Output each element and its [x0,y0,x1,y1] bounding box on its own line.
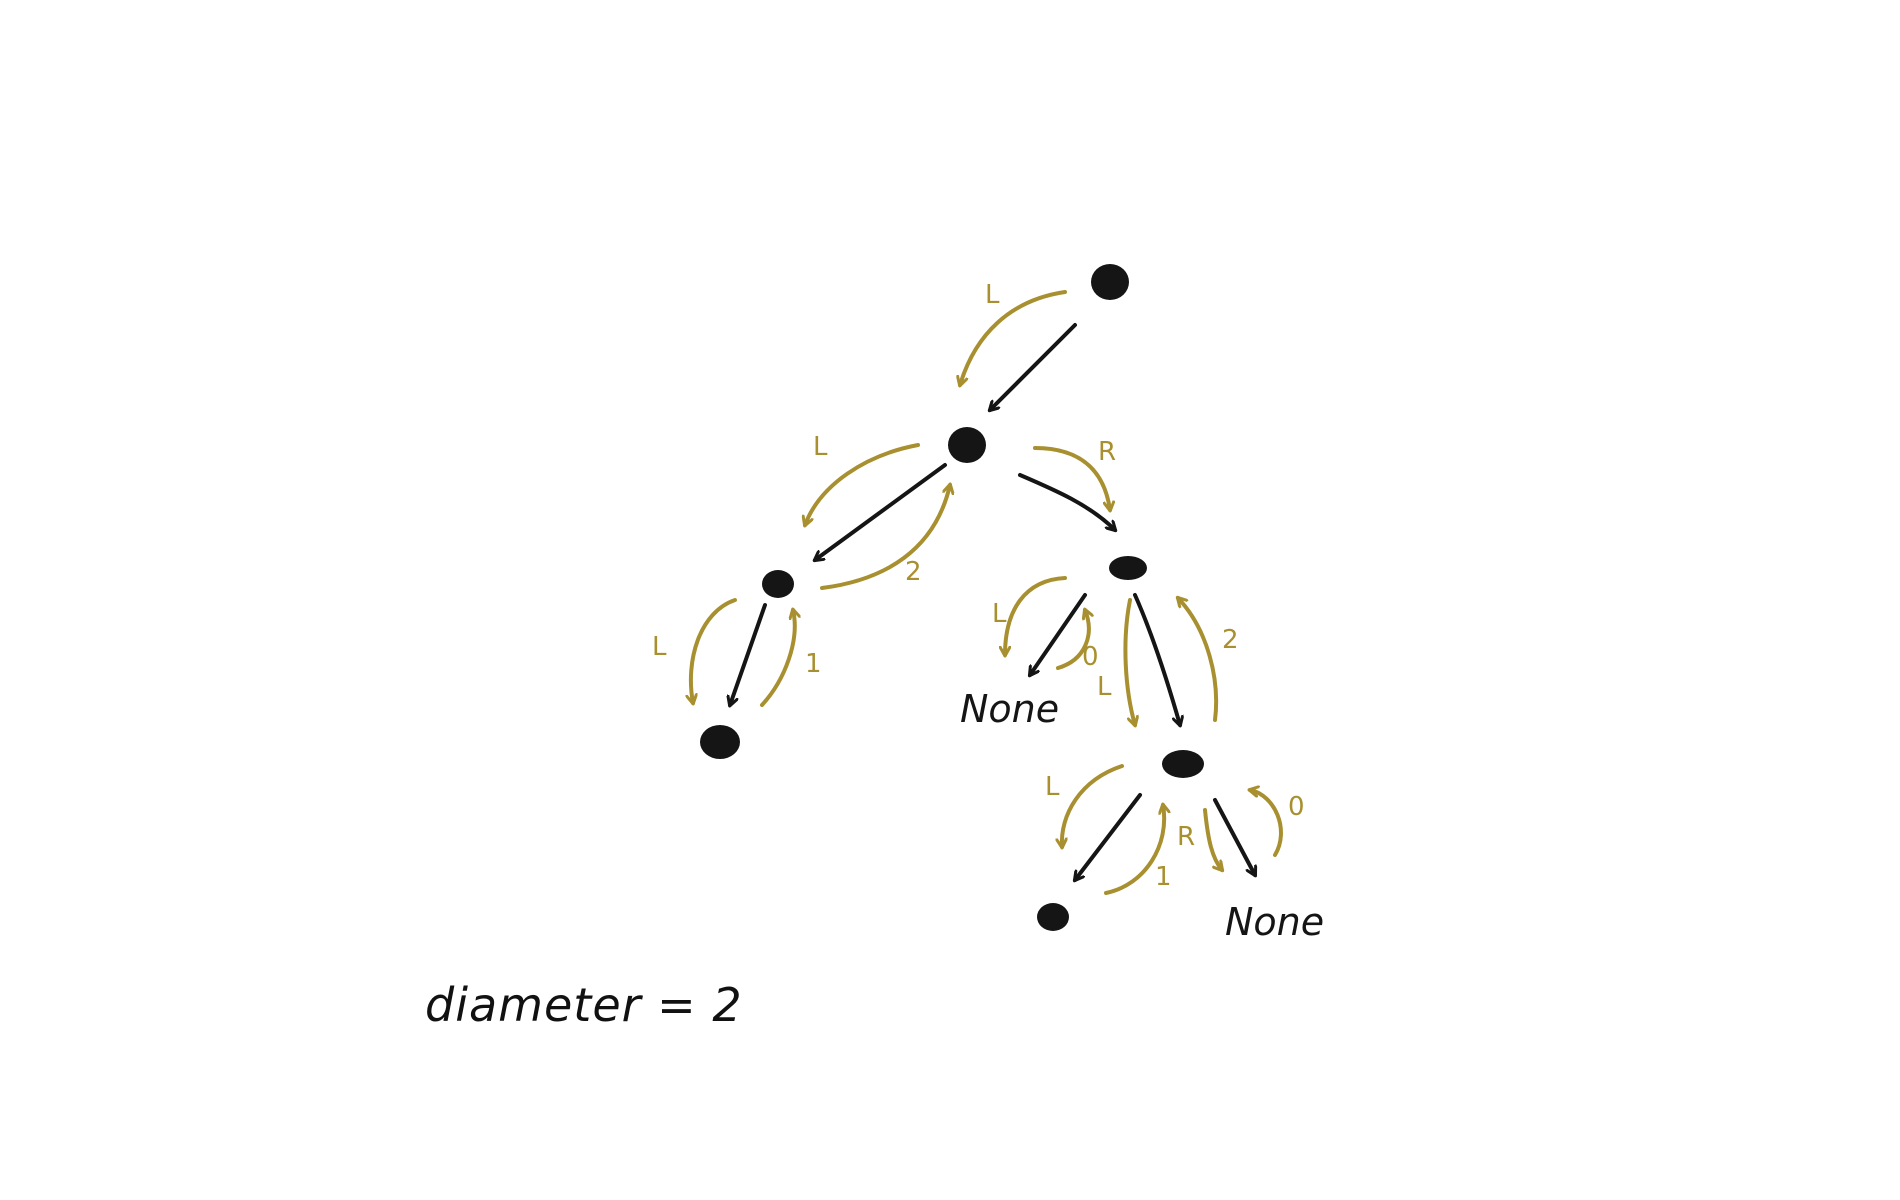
ann-label-n2-n4: L [652,632,667,662]
node-n6 [1037,903,1069,931]
edge-n3-none [1030,593,1087,675]
edge-n3-n5 [1133,593,1180,725]
ann-arrow-n2-return [820,485,950,590]
ann-label-none-n3: 0 [1082,642,1099,672]
none-label-n3-left: None [960,687,1059,731]
tree-nodes [700,264,1204,931]
ann-label-n1-n3: R [1098,437,1116,467]
ann-arrow-n3-n5 [1123,598,1135,725]
ann-arrow-n4-return [760,610,795,707]
ann-arrow-n6-return [1104,805,1164,895]
ann-label-none-n5: 0 [1288,792,1305,822]
ann-label-root-n1: L [985,280,1000,310]
diameter-caption: diameter = 2 [425,978,743,1032]
annotation-arrows [691,290,1283,895]
ann-arrow-none-n5 [1250,790,1283,857]
node-n2 [762,570,794,598]
ann-label-n5-none: R [1177,822,1195,852]
none-label-n5-right: None [1225,900,1324,944]
ann-arrow-n2-n4 [691,598,737,703]
ann-arrow-n5-n6 [1062,764,1124,847]
ann-label-n3-n5: L [1097,672,1112,702]
ann-arrow-n5-return [1178,598,1219,722]
edge-root-n1 [990,323,1077,410]
ann-label-n3-none: L [992,599,1007,629]
edge-n5-none [1213,798,1255,875]
ann-arrow-n1-n2 [805,443,920,525]
node-n5 [1162,750,1204,778]
ann-arrow-none-n3 [1056,610,1089,670]
node-n3 [1109,556,1147,580]
edge-n1-n2 [815,463,947,560]
tree-edges [730,323,1255,880]
edge-n2-n4 [730,603,767,705]
ann-label-n4-return: 1 [805,649,822,679]
ann-label-n1-n2: L [813,432,828,462]
edge-n5-n6 [1075,793,1142,880]
ann-arrow-root-n1 [960,290,1067,385]
ann-arrow-n3-none [1005,576,1067,655]
annotation-labels: L L 2 R L 1 L 0 L 2 L 1 R 0 [652,280,1305,892]
node-n4 [700,725,740,759]
ann-label-n5-n6: L [1045,772,1060,802]
ann-label-n5-return: 2 [1222,625,1239,655]
node-root [1091,264,1129,300]
edge-n1-n3 [1018,473,1115,530]
ann-arrow-n5-none [1203,808,1222,870]
ann-label-n6-return: 1 [1155,862,1172,892]
ann-label-n2-return: 2 [905,557,922,587]
ann-arrow-n1-n3 [1033,446,1110,510]
node-n1 [948,427,986,463]
